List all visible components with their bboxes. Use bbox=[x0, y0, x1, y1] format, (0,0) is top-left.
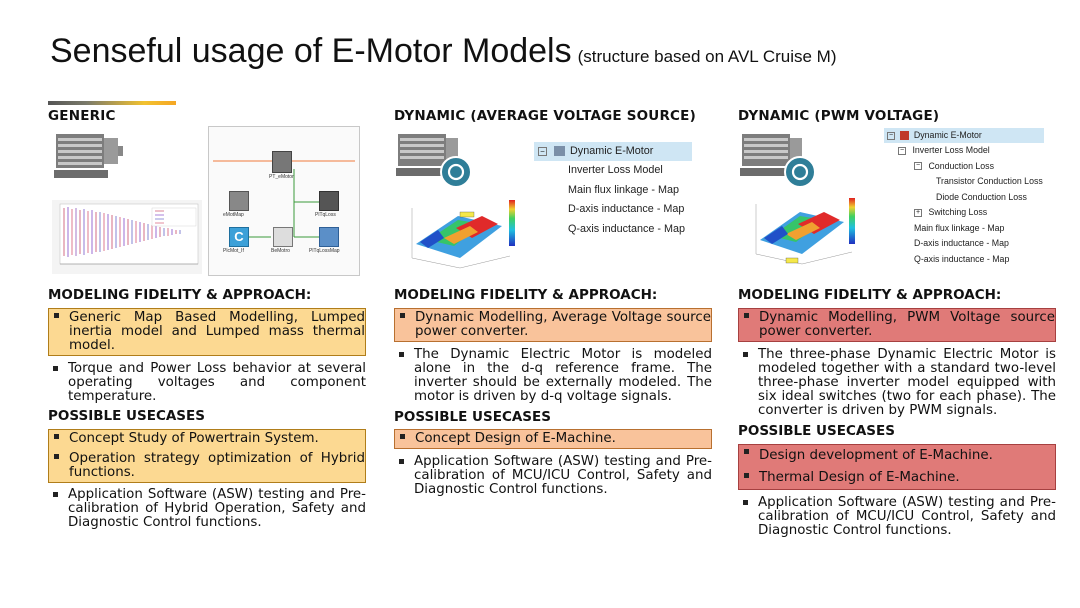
loss-map-block-label: PlTqLossMap bbox=[309, 248, 340, 254]
tree-item[interactable]: Transistor Conduction Loss bbox=[936, 176, 1043, 186]
fidelity-highlight-box: Generic Map Based Modelling, Lumped iner… bbox=[48, 308, 366, 356]
expand-icon[interactable]: + bbox=[914, 208, 922, 217]
slide-title-main: Senseful usage of E-Motor Models bbox=[50, 32, 572, 70]
tree-item[interactable]: Q-axis inductance - Map bbox=[914, 253, 1010, 264]
usecases-highlight-box: Concept Study of Powertrain System. Oper… bbox=[48, 429, 366, 483]
column-generic: GENERIC bbox=[48, 108, 366, 124]
usecase-boxed-item: Concept Design of E-Machine. bbox=[395, 430, 711, 448]
pwm-text: MODELING FIDELITY & APPROACH: Dynamic Mo… bbox=[738, 287, 1056, 538]
fidelity-heading: MODELING FIDELITY & APPROACH: bbox=[738, 287, 1002, 303]
usecase-boxed-item: Concept Study of Powertrain System. bbox=[49, 430, 365, 450]
usecase-plain-item: Application Software (ASW) testing and P… bbox=[394, 455, 712, 497]
motor-icon bbox=[54, 134, 123, 178]
fidelity-highlight-box: Dynamic Modelling, Average Voltage sourc… bbox=[394, 308, 712, 342]
collapse-icon[interactable]: − bbox=[887, 131, 895, 140]
column-dynamic-average: DYNAMIC (AVERAGE VOLTAGE SOURCE) bbox=[394, 108, 716, 124]
map-block-label: eMotMap bbox=[223, 212, 244, 218]
usecase-boxed-item: Design development of E-Machine. bbox=[739, 445, 1055, 469]
average-text: MODELING FIDELITY & APPROACH: Dynamic Mo… bbox=[394, 287, 712, 497]
tree-item[interactable]: Main flux linkage - Map bbox=[914, 222, 1005, 233]
fidelity-boxed-item: Dynamic Modelling, PWM Voltage source po… bbox=[739, 309, 1055, 341]
tree-item[interactable]: D-axis inductance - Map bbox=[914, 238, 1009, 248]
colorbar bbox=[849, 198, 855, 244]
efficiency-map-plot bbox=[52, 200, 202, 274]
loss-map-block[interactable] bbox=[319, 227, 339, 247]
torque-loss-block[interactable] bbox=[319, 191, 339, 211]
tree-item[interactable]: Diode Conduction Loss bbox=[936, 191, 1027, 202]
generic-text: MODELING FIDELITY & APPROACH: Generic Ma… bbox=[48, 287, 366, 530]
generic-images: PT_eMotor eMotMap PlTqLoss C PlcMot_If B… bbox=[48, 124, 368, 276]
inductance-surface-plot bbox=[411, 208, 511, 269]
collapse-icon[interactable]: − bbox=[538, 146, 547, 156]
motor-block[interactable] bbox=[272, 151, 292, 173]
tree-item-label: Conduction Loss bbox=[928, 160, 994, 171]
slide-title-sub: (structure based on AVL Cruise M) bbox=[577, 47, 837, 66]
model-tree-average: − Dynamic E-Motor Inverter Loss Model Ma… bbox=[534, 142, 692, 239]
usecases-highlight-box: Design development of E-Machine. Thermal… bbox=[738, 444, 1056, 490]
emotor-icon bbox=[554, 146, 565, 157]
usecase-boxed-item: Thermal Design of E-Machine. bbox=[739, 469, 1055, 489]
column-dynamic-pwm: DYNAMIC (PWM VOLTAGE) bbox=[738, 108, 1060, 124]
fidelity-highlight-box: Dynamic Modelling, PWM Voltage source po… bbox=[738, 308, 1056, 342]
colorbar bbox=[509, 200, 515, 246]
tree-root[interactable]: − Dynamic E-Motor bbox=[534, 142, 692, 161]
fidelity-heading: MODELING FIDELITY & APPROACH: bbox=[394, 287, 658, 303]
column-heading: DYNAMIC (PWM VOLTAGE) bbox=[738, 108, 940, 124]
tree-item[interactable]: − Inverter Loss Model bbox=[884, 143, 1044, 159]
motor-with-controller-icon bbox=[396, 134, 472, 188]
tree-item[interactable]: D-axis inductance - Map bbox=[568, 203, 685, 215]
block-diagram: PT_eMotor eMotMap PlTqLoss C PlcMot_If B… bbox=[208, 126, 360, 276]
slide-title: Senseful usage of E-Motor Models (structu… bbox=[50, 32, 837, 71]
fidelity-boxed-item: Dynamic Modelling, Average Voltage sourc… bbox=[395, 309, 711, 341]
tree-item-label: Inverter Loss Model bbox=[912, 145, 990, 155]
fidelity-boxed-item: Generic Map Based Modelling, Lumped iner… bbox=[49, 309, 365, 355]
emotor-icon bbox=[900, 131, 910, 141]
interface-block[interactable]: C bbox=[229, 227, 249, 247]
accent-bar bbox=[48, 101, 176, 105]
tree-item[interactable]: Q-axis inductance - Map bbox=[568, 222, 686, 235]
fidelity-plain-item: The three-phase Dynamic Electric Motor i… bbox=[738, 348, 1056, 418]
fidelity-plain-item: Torque and Power Loss behavior at severa… bbox=[48, 362, 366, 404]
collapse-icon[interactable]: − bbox=[914, 162, 922, 171]
interface-block-label: PlcMot_If bbox=[223, 248, 244, 254]
usecase-boxed-item: Operation strategy optimization of Hybri… bbox=[49, 450, 365, 482]
motor-with-controller-icon bbox=[740, 134, 816, 188]
usecases-heading: POSSIBLE USECASES bbox=[394, 409, 551, 425]
tree-root-label: Dynamic E-Motor bbox=[570, 145, 654, 157]
usecases-highlight-box: Concept Design of E-Machine. bbox=[394, 429, 712, 449]
torque-loss-block-label: PlTqLoss bbox=[315, 212, 336, 218]
model-tree-pwm: − Dynamic E-Motor − Inverter Loss Model … bbox=[884, 128, 1044, 267]
map-block[interactable] bbox=[229, 191, 249, 211]
column-heading: GENERIC bbox=[48, 108, 116, 124]
fidelity-heading: MODELING FIDELITY & APPROACH: bbox=[48, 287, 312, 303]
tree-item-label: Switching Loss bbox=[928, 207, 988, 217]
fidelity-plain-item: The Dynamic Electric Motor is modeled al… bbox=[394, 348, 712, 404]
inductance-surface-plot bbox=[755, 204, 853, 265]
tree-root-label: Dynamic E-Motor bbox=[913, 130, 982, 140]
usecase-plain-item: Application Software (ASW) testing and P… bbox=[738, 496, 1056, 538]
usecase-plain-item: Application Software (ASW) testing and P… bbox=[48, 488, 366, 530]
tree-item[interactable]: − Conduction Loss bbox=[884, 159, 1044, 175]
collapse-icon[interactable]: − bbox=[898, 146, 906, 155]
tree-item[interactable]: Inverter Loss Model bbox=[568, 164, 663, 176]
signal-block-label: BeMotro bbox=[271, 248, 290, 254]
usecases-heading: POSSIBLE USECASES bbox=[738, 423, 895, 439]
column-heading: DYNAMIC (AVERAGE VOLTAGE SOURCE) bbox=[394, 108, 696, 124]
usecases-heading: POSSIBLE USECASES bbox=[48, 408, 205, 424]
tree-item[interactable]: + Switching Loss bbox=[884, 205, 1044, 221]
signal-block[interactable] bbox=[273, 227, 293, 247]
motor-block-label: PT_eMotor bbox=[269, 174, 294, 180]
tree-root[interactable]: − Dynamic E-Motor bbox=[884, 128, 1044, 143]
tree-item[interactable]: Main flux linkage - Map bbox=[568, 183, 680, 196]
